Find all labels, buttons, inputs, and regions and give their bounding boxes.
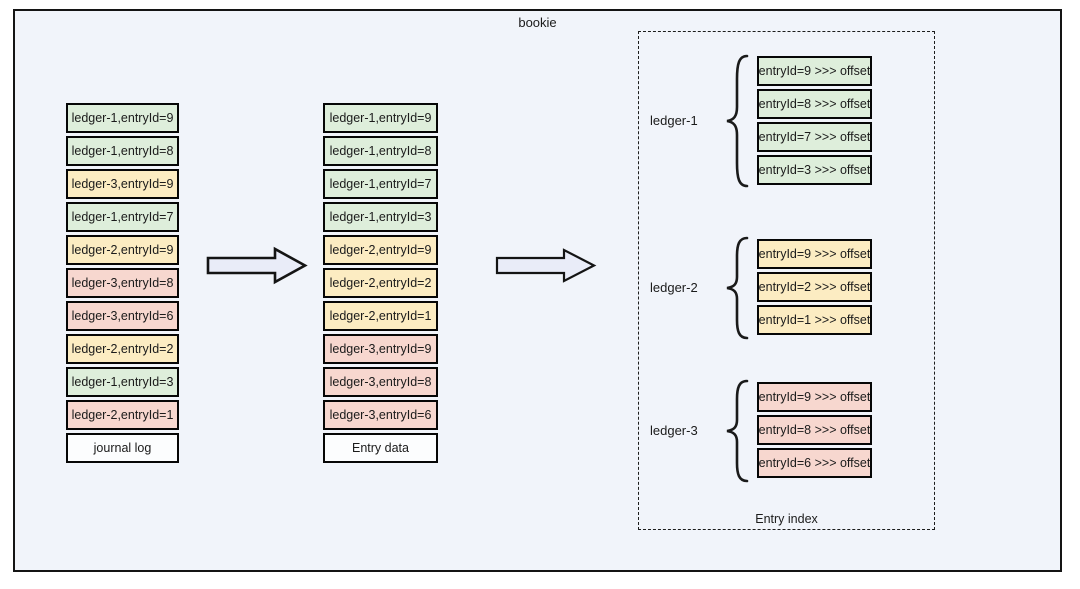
journal-cell: ledger-1,entryId=3 <box>66 367 179 397</box>
entry-data-cell: ledger-2,entryId=1 <box>323 301 438 331</box>
journal-cell: ledger-2,entryId=1 <box>66 400 179 430</box>
journal-cell: ledger-3,entryId=9 <box>66 169 179 199</box>
bookie-container-box <box>13 9 1062 572</box>
journal-cell: ledger-1,entryId=8 <box>66 136 179 166</box>
index-row: entryId=3 >>> offset <box>757 155 872 185</box>
entry-index-box <box>638 31 935 530</box>
index-row: entryId=8 >>> offset <box>757 89 872 119</box>
entry-data-cell: ledger-1,entryId=9 <box>323 103 438 133</box>
ledger-1-brace-icon <box>726 54 749 188</box>
index-row: entryId=9 >>> offset <box>757 56 872 86</box>
entry-data-cell: ledger-1,entryId=3 <box>323 202 438 232</box>
entry-data-cell: ledger-1,entryId=8 <box>323 136 438 166</box>
entry-data-cell: ledger-1,entryId=7 <box>323 169 438 199</box>
journal-cell: ledger-3,entryId=6 <box>66 301 179 331</box>
flow-arrow-entrydata-to-index-icon <box>495 248 597 283</box>
journal-log-label: journal log <box>66 433 179 463</box>
journal-cell: ledger-1,entryId=9 <box>66 103 179 133</box>
entry-index-label: Entry index <box>755 512 818 526</box>
ledger-3-brace-icon <box>726 379 749 483</box>
journal-cell: ledger-2,entryId=2 <box>66 334 179 364</box>
index-row: entryId=6 >>> offset <box>757 448 872 478</box>
index-row: entryId=2 >>> offset <box>757 272 872 302</box>
entry-data-label: Entry data <box>323 433 438 463</box>
entry-data-cell: ledger-3,entryId=9 <box>323 334 438 364</box>
journal-cell: ledger-3,entryId=8 <box>66 268 179 298</box>
entry-data-cell: ledger-3,entryId=8 <box>323 367 438 397</box>
index-row: entryId=9 >>> offset <box>757 239 872 269</box>
index-row: entryId=1 >>> offset <box>757 305 872 335</box>
ledger-2-brace-icon <box>726 236 749 340</box>
flow-arrow-journal-to-entrydata-icon <box>206 246 308 285</box>
entry-data-cell: ledger-2,entryId=9 <box>323 235 438 265</box>
journal-cell: ledger-1,entryId=7 <box>66 202 179 232</box>
index-row: entryId=8 >>> offset <box>757 415 872 445</box>
diagram-title: bookie <box>518 15 557 30</box>
entry-data-cell: ledger-3,entryId=6 <box>323 400 438 430</box>
ledger-2-label: ledger-2 <box>650 280 698 295</box>
index-row: entryId=9 >>> offset <box>757 382 872 412</box>
ledger-1-label: ledger-1 <box>650 113 698 128</box>
ledger-3-label: ledger-3 <box>650 423 698 438</box>
index-row: entryId=7 >>> offset <box>757 122 872 152</box>
entry-data-cell: ledger-2,entryId=2 <box>323 268 438 298</box>
journal-cell: ledger-2,entryId=9 <box>66 235 179 265</box>
